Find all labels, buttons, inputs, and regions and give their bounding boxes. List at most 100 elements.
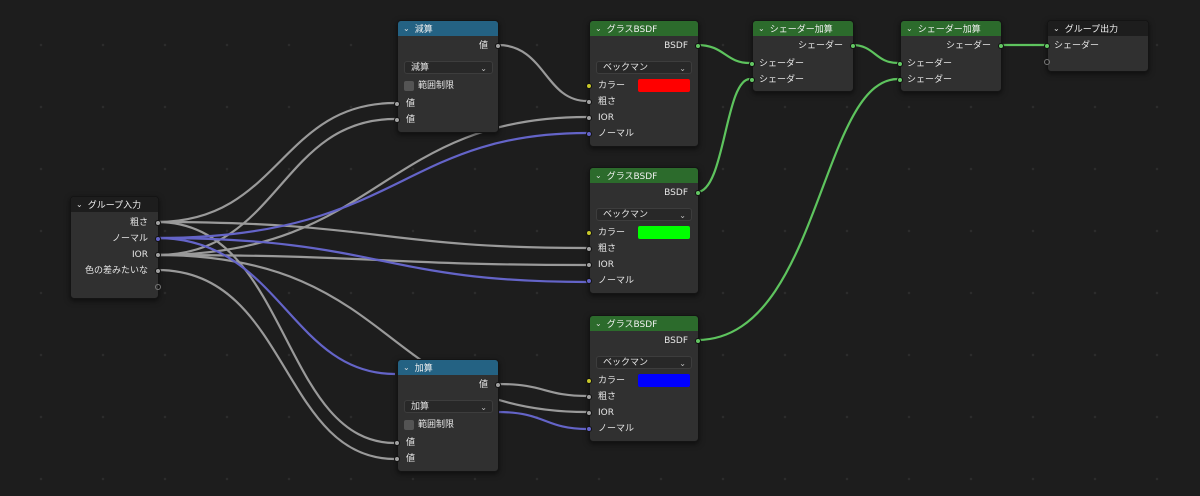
glass-2-color-socket[interactable] — [586, 230, 592, 236]
glass-bsdf-node-3[interactable]: ⌄ グラスBSDF BSDF ベックマン ⌄ カラー 粗さ IOR ノーマル — [586, 315, 701, 442]
add-operation-dropdown[interactable]: 加算 ⌄ — [404, 400, 493, 413]
chevron-down-icon[interactable]: ⌄ — [76, 200, 83, 209]
link-addshader1-to-addshader2 — [851, 43, 899, 65]
link-normal-to-glass2 — [156, 236, 588, 284]
glass-node-1-header[interactable]: ⌄ グラスBSDF — [590, 21, 698, 36]
add-shader-2-header[interactable]: ⌄ シェーダー加算 — [901, 21, 1001, 36]
group-output-header[interactable]: ⌄ グループ出力 — [1048, 21, 1148, 36]
glass-3-normal-label: ノーマル — [598, 424, 635, 434]
glass-1-roughness-socket[interactable] — [586, 99, 592, 105]
glass-1-distribution-dropdown[interactable]: ベックマン ⌄ — [596, 61, 692, 74]
link-ior-to-glass1 — [156, 115, 588, 257]
glass-2-output-socket[interactable] — [695, 190, 701, 196]
chevron-down-icon[interactable]: ⌄ — [1053, 24, 1060, 33]
group-input-socket-roughness[interactable] — [155, 220, 161, 226]
group-input-output-roughness: 粗さ — [129, 218, 148, 228]
add-shader-node-1[interactable]: ⌄ シェーダー加算 シェーダー シェーダー シェーダー — [749, 20, 856, 92]
glass-node-3-header[interactable]: ⌄ グラスBSDF — [590, 316, 698, 331]
glass-2-ior-socket[interactable] — [586, 262, 592, 268]
glass-1-color-swatch[interactable] — [638, 79, 690, 92]
glass-3-ior-socket[interactable] — [586, 410, 592, 416]
add-shader-2-input-2-label: シェーダー — [907, 75, 953, 85]
chevron-down-icon[interactable]: ⌄ — [758, 24, 765, 33]
glass-2-color-swatch[interactable] — [638, 226, 690, 239]
link-color-diff-to-add — [156, 268, 396, 461]
chevron-down-icon[interactable]: ⌄ — [595, 24, 602, 33]
glass-3-output-socket[interactable] — [695, 338, 701, 344]
glass-1-normal-socket[interactable] — [586, 131, 592, 137]
group-input-socket-normal[interactable] — [155, 236, 161, 242]
chevron-down-icon: ⌄ — [480, 403, 487, 412]
add-shader-1-output-label: シェーダー — [797, 41, 843, 51]
chevron-down-icon[interactable]: ⌄ — [403, 24, 410, 33]
chevron-down-icon[interactable]: ⌄ — [595, 319, 602, 328]
group-output-node[interactable]: ⌄ グループ出力 シェーダー — [1044, 20, 1149, 72]
add-output-socket[interactable] — [495, 382, 501, 388]
add-clamp-checkbox[interactable] — [404, 420, 414, 430]
glass-bsdf-node-1[interactable]: ⌄ グラスBSDF BSDF ベックマン ⌄ カラー 粗さ IOR ノーマル — [586, 20, 701, 147]
glass-2-distribution-value: ベックマン — [603, 210, 649, 220]
group-input-title: グループ入力 — [87, 201, 142, 211]
group-input-header[interactable]: ⌄ グループ入力 — [71, 197, 158, 212]
add-shader-2-input-2-socket[interactable] — [897, 77, 903, 83]
chevron-down-icon[interactable]: ⌄ — [595, 171, 602, 180]
subtract-input-2-socket[interactable] — [394, 117, 400, 123]
subtract-output-label: 値 — [478, 41, 488, 51]
group-input-output-normal: ノーマル — [111, 234, 148, 244]
glass-bsdf-node-2[interactable]: ⌄ グラスBSDF BSDF ベックマン ⌄ カラー 粗さ IOR ノーマル — [586, 167, 701, 294]
subtract-node-title: 減算 — [414, 25, 433, 35]
glass-2-roughness-socket[interactable] — [586, 246, 592, 252]
glass-1-output-label: BSDF — [664, 41, 688, 51]
add-node-title: 加算 — [414, 364, 433, 374]
subtract-operation-value: 減算 — [411, 63, 430, 73]
chevron-down-icon[interactable]: ⌄ — [403, 363, 410, 372]
glass-node-3-title: グラスBSDF — [606, 320, 658, 330]
add-shader-2-title: シェーダー加算 — [917, 25, 981, 35]
chevron-down-icon[interactable]: ⌄ — [906, 24, 913, 33]
glass-2-normal-socket[interactable] — [586, 278, 592, 284]
subtract-output-socket[interactable] — [495, 43, 501, 49]
add-shader-node-2[interactable]: ⌄ シェーダー加算 シェーダー シェーダー シェーダー — [897, 20, 1004, 92]
link-glass3-to-addshader2 — [696, 77, 899, 342]
add-shader-1-input-2-socket[interactable] — [749, 77, 755, 83]
link-ior-to-glass3 — [156, 253, 588, 414]
glass-2-distribution-dropdown[interactable]: ベックマン ⌄ — [596, 208, 692, 221]
chevron-down-icon: ⌄ — [679, 359, 686, 368]
subtract-input-1-socket[interactable] — [394, 101, 400, 107]
add-shader-1-header[interactable]: ⌄ シェーダー加算 — [753, 21, 853, 36]
group-input-socket-ior[interactable] — [155, 252, 161, 258]
link-add-to-glass3 — [497, 382, 588, 398]
glass-3-color-socket[interactable] — [586, 378, 592, 384]
group-output-input-socket[interactable] — [1044, 43, 1050, 49]
subtract-math-node[interactable]: ⌄ 減算 値 減算 ⌄ 範囲制限 値 値 — [394, 20, 501, 133]
add-shader-1-input-1-socket[interactable] — [749, 61, 755, 67]
glass-3-color-swatch[interactable] — [638, 374, 690, 387]
link-roughness-to-add — [156, 220, 396, 445]
add-node-header[interactable]: ⌄ 加算 — [398, 360, 498, 375]
add-operation-value: 加算 — [411, 402, 430, 412]
group-input-node[interactable]: ⌄ グループ入力 粗さ ノーマル IOR 色の差みたいな — [70, 196, 161, 299]
glass-node-2-header[interactable]: ⌄ グラスBSDF — [590, 168, 698, 183]
group-input-socket-color-diff[interactable] — [155, 268, 161, 274]
add-shader-1-output-socket[interactable] — [850, 43, 856, 49]
add-shader-2-input-1-socket[interactable] — [897, 61, 903, 67]
glass-1-output-socket[interactable] — [695, 43, 701, 49]
glass-3-normal-socket[interactable] — [586, 426, 592, 432]
add-shader-1-input-1-label: シェーダー — [759, 59, 805, 69]
subtract-node-header[interactable]: ⌄ 減算 — [398, 21, 498, 36]
group-output-socket-empty[interactable] — [1044, 59, 1050, 65]
subtract-clamp-checkbox[interactable] — [404, 81, 414, 91]
group-input-output-ior: IOR — [132, 250, 148, 260]
glass-3-distribution-dropdown[interactable]: ベックマン ⌄ — [596, 356, 692, 369]
add-shader-2-output-socket[interactable] — [998, 43, 1004, 49]
add-input-2-socket[interactable] — [394, 456, 400, 462]
glass-2-output-label: BSDF — [664, 188, 688, 198]
subtract-operation-dropdown[interactable]: 減算 ⌄ — [404, 61, 493, 74]
glass-1-color-socket[interactable] — [586, 83, 592, 89]
glass-1-ior-socket[interactable] — [586, 115, 592, 121]
add-math-node[interactable]: ⌄ 加算 値 加算 ⌄ 範囲制限 値 値 — [394, 359, 501, 472]
add-input-1-socket[interactable] — [394, 440, 400, 446]
group-input-socket-empty[interactable] — [155, 284, 161, 290]
link-normal-to-add — [156, 236, 396, 376]
glass-3-roughness-socket[interactable] — [586, 394, 592, 400]
